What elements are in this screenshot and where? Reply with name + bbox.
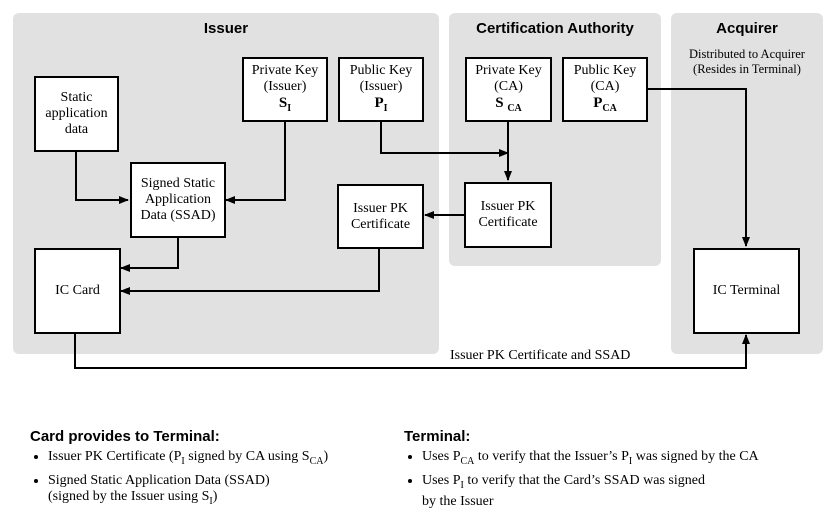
arrow-issuer-private-key-to-ssad — [225, 122, 286, 204]
card-legend: Card provides to Terminal: Issuer PK Cer… — [30, 428, 400, 513]
ic-card-box: IC Card — [34, 248, 121, 334]
issuer-public-key-line2: (Issuer) — [359, 78, 403, 94]
ca-cert-line2: Certificate — [478, 215, 538, 230]
ca-private-key-symbol: S CA — [495, 94, 522, 114]
issuer-panel-title: Issuer — [203, 20, 249, 37]
terminal-legend-item-2: Uses PI to verify that the Card’s SSAD w… — [422, 473, 824, 510]
ca-cert-line1: Issuer PK — [480, 199, 536, 214]
static-data-line3: data — [64, 122, 89, 137]
terminal-legend: Terminal: Uses PCA to verify that the Is… — [404, 428, 824, 513]
ssad-line2: Application — [144, 192, 212, 207]
issuer-public-key-symbol: PI — [374, 94, 388, 114]
issuer-private-key-box: Private Key (Issuer) SI — [242, 57, 328, 122]
arrow-ssad-to-ic-card — [120, 238, 179, 272]
flow-label: Issuer PK Certificate and SSAD — [448, 348, 633, 364]
terminal-legend-title: Terminal: — [404, 428, 471, 445]
issuer-private-key-line1: Private Key — [251, 62, 319, 78]
ic-terminal-box: IC Terminal — [693, 248, 800, 334]
ca-public-key-symbol: PCA — [593, 94, 617, 114]
ic-terminal-label: IC Terminal — [712, 283, 781, 298]
ic-card-label: IC Card — [55, 283, 100, 298]
static-data-line2: application — [45, 106, 108, 121]
acquirer-note-line2: (Resides in Terminal) — [693, 62, 801, 76]
arrow-ca-public-key-to-terminal — [648, 88, 750, 247]
ca-public-key-line2: (CA) — [590, 78, 620, 94]
arrow-static-data-to-ssad — [75, 152, 129, 204]
issuer-public-key-box: Public Key (Issuer) PI — [338, 57, 424, 122]
acquirer-note: Distributed to Acquirer (Resides in Term… — [671, 47, 823, 77]
arrow-ic-card-to-terminal — [74, 334, 750, 369]
card-legend-item-2: Signed Static Application Data (SSAD)(si… — [48, 473, 400, 510]
card-legend-title: Card provides to Terminal: — [30, 428, 220, 445]
ca-private-key-box: Private Key (CA) S CA — [465, 57, 552, 122]
ssad-line3: Data (SSAD) — [140, 208, 216, 223]
arrow-issuer-cert-to-ic-card — [120, 249, 380, 295]
ca-public-key-line1: Public Key — [573, 62, 637, 78]
ssad-line1: Signed Static — [140, 176, 216, 191]
ssad-box: Signed Static Application Data (SSAD) — [130, 162, 226, 238]
acquirer-note-line1: Distributed to Acquirer — [689, 47, 805, 61]
acquirer-panel-title: Acquirer — [716, 20, 778, 37]
issuer-cert-line1: Issuer PK — [353, 200, 408, 216]
issuer-pk-certificate-box-ca: Issuer PK Certificate — [464, 182, 552, 248]
ca-private-key-line2: (CA) — [494, 78, 523, 94]
terminal-legend-item-1: Uses PCA to verify that the Issuer’s PI … — [422, 449, 824, 470]
ca-private-key-line1: Private Key — [475, 62, 542, 78]
arrow-issuer-public-key-to-ca-cert — [380, 122, 509, 157]
card-legend-item-1: Issuer PK Certificate (PI signed by CA u… — [48, 449, 400, 470]
ca-panel-title: Certification Authority — [476, 20, 634, 37]
issuer-cert-line2: Certificate — [350, 216, 411, 232]
issuer-public-key-line1: Public Key — [349, 62, 413, 78]
issuer-private-key-line2: (Issuer) — [263, 78, 307, 94]
static-data-line1: Static — [60, 90, 93, 105]
static-application-data-box: Static application data — [34, 76, 119, 152]
issuer-private-key-symbol: SI — [278, 94, 292, 114]
issuer-pk-certificate-box-issuer: Issuer PK Certificate — [337, 184, 424, 249]
ca-public-key-box: Public Key (CA) PCA — [562, 57, 648, 122]
